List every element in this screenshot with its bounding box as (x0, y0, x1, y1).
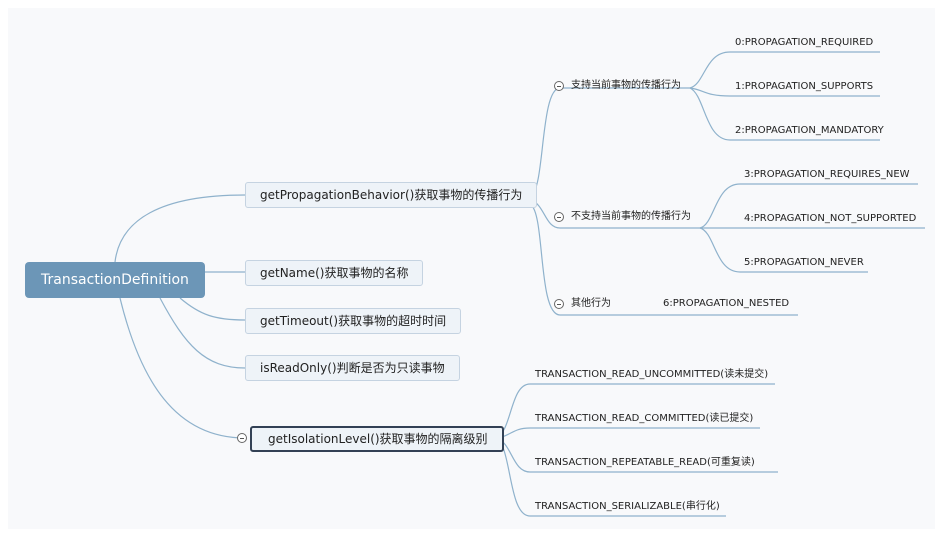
leaf-propagation-requires-new[interactable]: 3:PROPAGATION_REQUIRES_NEW (744, 169, 910, 180)
link-cat1-leaf1 (689, 87, 880, 97)
link-cat1-leaf2 (689, 87, 880, 141)
category-supports-current[interactable]: 支持当前事物的传播行为 (571, 80, 681, 91)
link-iso-leaf0 (495, 383, 775, 439)
link-prop-cat3 (530, 204, 798, 316)
collapse-icon[interactable] (554, 299, 564, 309)
link-root-timeout (179, 297, 246, 321)
root-node[interactable]: TransactionDefinition (25, 262, 205, 298)
link-cat2-leaf3 (699, 183, 918, 229)
link-prop-cat1 (530, 87, 690, 196)
category-other[interactable]: 其他行为 (571, 298, 611, 309)
collapse-icon[interactable] (237, 433, 247, 443)
method-get-timeout[interactable]: getTimeout()获取事物的超时时间 (245, 308, 462, 334)
link-root-propagation (114, 194, 246, 263)
leaf-read-committed[interactable]: TRANSACTION_READ_COMMITTED(读已提交) (535, 413, 754, 424)
method-get-name[interactable]: getName()获取事物的名称 (245, 260, 424, 286)
leaf-serializable[interactable]: TRANSACTION_SERIALIZABLE(串行化) (535, 501, 720, 512)
link-root-readonly (159, 297, 246, 369)
leaf-read-uncommitted[interactable]: TRANSACTION_READ_UNCOMMITTED(读未提交) (535, 369, 769, 380)
leaf-propagation-never[interactable]: 5:PROPAGATION_NEVER (744, 257, 864, 268)
link-iso-leaf1 (495, 427, 760, 439)
leaf-propagation-required[interactable]: 0:PROPAGATION_REQUIRED (735, 37, 874, 48)
category-not-supports-current[interactable]: 不支持当前事物的传播行为 (571, 211, 691, 222)
link-cat2-leaf5 (699, 227, 868, 273)
method-get-propagation-behavior[interactable]: getPropagationBehavior()获取事物的传播行为 (245, 182, 538, 208)
link-root-isolation (119, 297, 246, 439)
leaf-propagation-not-supported[interactable]: 4:PROPAGATION_NOT_SUPPORTED (744, 213, 917, 224)
leaf-propagation-mandatory[interactable]: 2:PROPAGATION_MANDATORY (735, 125, 884, 136)
collapse-icon[interactable] (554, 81, 564, 91)
leaf-propagation-supports[interactable]: 1:PROPAGATION_SUPPORTS (735, 81, 874, 92)
method-is-read-only[interactable]: isReadOnly()判断是否为只读事物 (245, 355, 460, 381)
leaf-propagation-nested[interactable]: 6:PROPAGATION_NESTED (663, 298, 790, 309)
link-cat1-leaf0 (689, 51, 880, 89)
method-get-isolation-level[interactable]: getIsolationLevel()获取事物的隔离级别 (250, 426, 504, 452)
leaf-repeatable-read[interactable]: TRANSACTION_REPEATABLE_READ(可重复读) (535, 457, 755, 468)
collapse-icon[interactable] (554, 212, 564, 222)
